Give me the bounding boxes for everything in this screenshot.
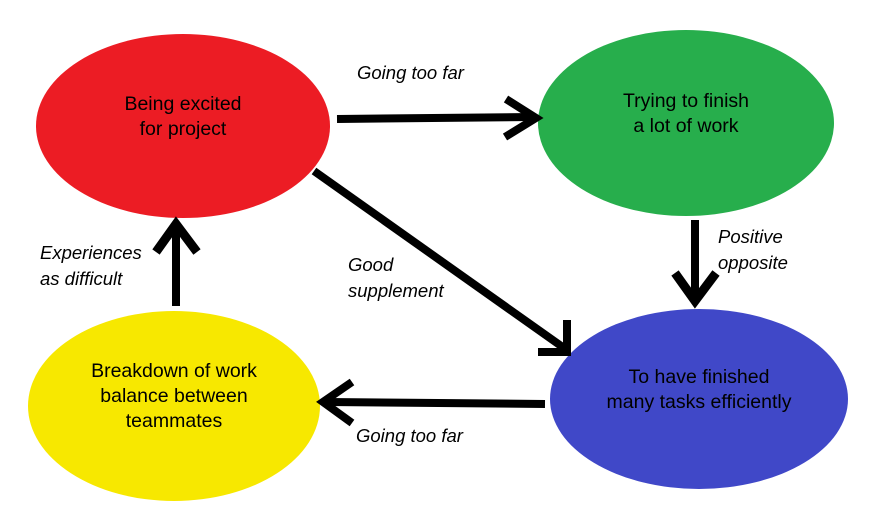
node-breakdown-of-work[interactable] (28, 311, 320, 501)
arrow-excited-to-trying (336, 95, 544, 141)
node-to-have-finished[interactable] (550, 309, 848, 489)
arrow-excited-to-finished (311, 167, 571, 356)
edge-label-breakdown-to-excited: Experiences as difficult (40, 242, 142, 289)
edge-label-excited-to-finished: Good supplement (348, 254, 444, 301)
arrow-finished-to-breakdown (316, 378, 546, 427)
edge-label-trying-to-finished: Positive opposite (718, 226, 788, 273)
edge-label-excited-to-trying: Going too far (357, 62, 464, 83)
edge-label-finished-to-breakdown: Going too far (356, 425, 463, 446)
arrow-breakdown-to-excited (152, 216, 201, 306)
node-being-excited[interactable] (36, 34, 330, 218)
arrow-trying-to-finished (671, 220, 720, 309)
node-trying-to-finish[interactable] (538, 30, 834, 216)
